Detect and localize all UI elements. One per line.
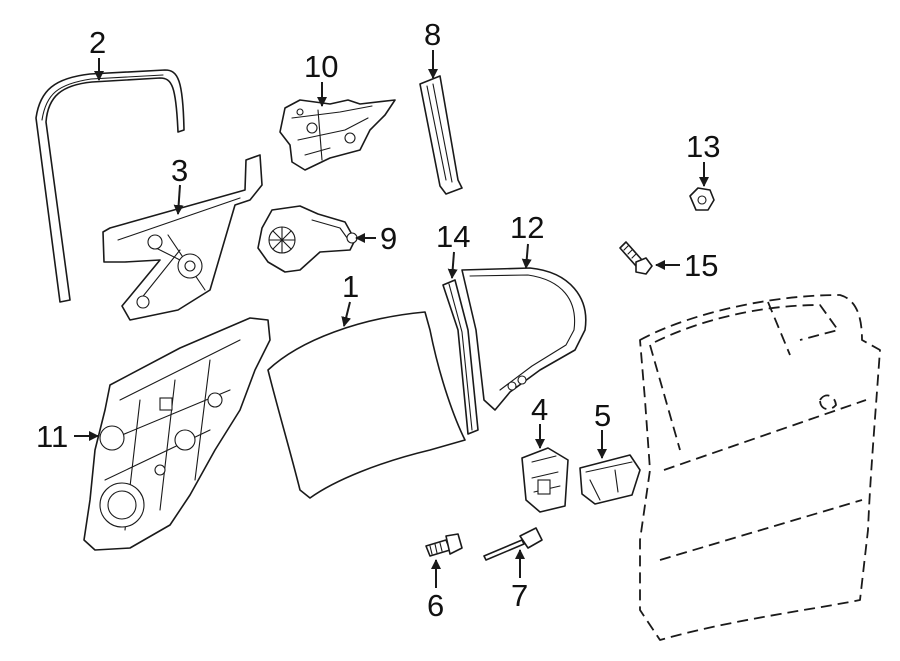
callout-8: 8 <box>424 17 441 52</box>
part-3-window-regulator[interactable] <box>102 154 263 321</box>
part-15-bolt[interactable] <box>619 241 653 275</box>
callout-4: 4 <box>531 392 548 427</box>
callout-2: 2 <box>89 25 106 60</box>
part-14-division-channel[interactable] <box>442 279 479 435</box>
callout-9: 9 <box>380 221 397 256</box>
part-6-bolt[interactable] <box>425 533 463 557</box>
part-10-regulator-assembly[interactable] <box>279 99 396 171</box>
leader-14 <box>447 251 458 279</box>
part-2-glass-run-channel[interactable] <box>35 69 185 303</box>
leader-3 <box>173 184 184 215</box>
leader-1 <box>341 301 352 327</box>
callout-15: 15 <box>684 248 718 283</box>
part-9-window-motor[interactable] <box>257 205 358 273</box>
callout-11: 11 <box>36 419 68 454</box>
callout-13: 13 <box>686 129 720 164</box>
callout-5: 5 <box>594 398 611 433</box>
callout-3: 3 <box>171 153 188 188</box>
part-12-quarter-glass[interactable] <box>461 267 587 411</box>
callout-14: 14 <box>436 219 470 254</box>
part-4-guide-clip[interactable] <box>521 447 569 513</box>
callout-12: 12 <box>510 210 544 245</box>
leader-12 <box>521 243 532 269</box>
part-8-vertical-seal[interactable] <box>419 75 463 195</box>
door-outline-dashed <box>639 294 881 641</box>
part-13-nut[interactable] <box>689 187 715 211</box>
callout-6: 6 <box>427 588 444 623</box>
callout-7: 7 <box>511 578 528 613</box>
callout-10: 10 <box>304 49 338 84</box>
part-1-door-glass[interactable] <box>267 311 466 499</box>
part-5-retainer[interactable] <box>579 454 641 505</box>
callout-1: 1 <box>342 269 359 304</box>
part-11-door-module-panel[interactable] <box>83 317 271 551</box>
part-7-rivet[interactable] <box>483 527 543 561</box>
